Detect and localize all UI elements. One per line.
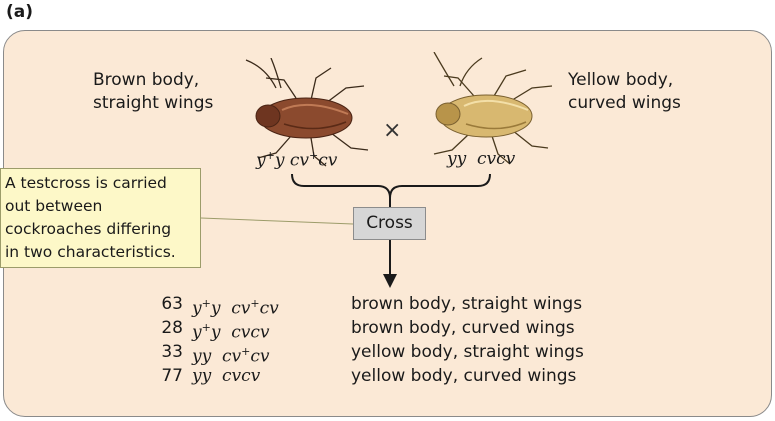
callout-line: in two characteristics. xyxy=(5,241,196,264)
callout-pointer xyxy=(201,218,353,224)
genotype-superscript: + xyxy=(241,345,250,358)
cross-label-box: Cross xyxy=(353,207,426,240)
progeny-phenotype: brown body, curved wings xyxy=(351,316,575,340)
genotype-superscript: + xyxy=(202,321,211,334)
progeny-phenotype: yellow body, curved wings xyxy=(351,364,576,388)
genotype-superscript: + xyxy=(250,297,259,310)
progeny-genotype: yy cvcv xyxy=(192,364,260,388)
callout-line: A testcross is carried xyxy=(5,172,196,195)
testcross-callout: A testcross is carried out between cockr… xyxy=(0,168,201,268)
genotype-superscript: + xyxy=(202,297,211,310)
right-branch-line xyxy=(390,174,490,198)
callout-line: out between xyxy=(5,195,196,218)
left-branch-line xyxy=(292,174,390,207)
progeny-phenotype: brown body, straight wings xyxy=(351,292,582,316)
arrow-head xyxy=(383,274,397,288)
progeny-count: 63 xyxy=(159,292,183,316)
progeny-count: 33 xyxy=(159,340,183,364)
progeny-count: 28 xyxy=(159,316,183,340)
progeny-phenotype: yellow body, straight wings xyxy=(351,340,584,364)
callout-line: cockroaches differing xyxy=(5,218,196,241)
progeny-count: 77 xyxy=(159,364,183,388)
